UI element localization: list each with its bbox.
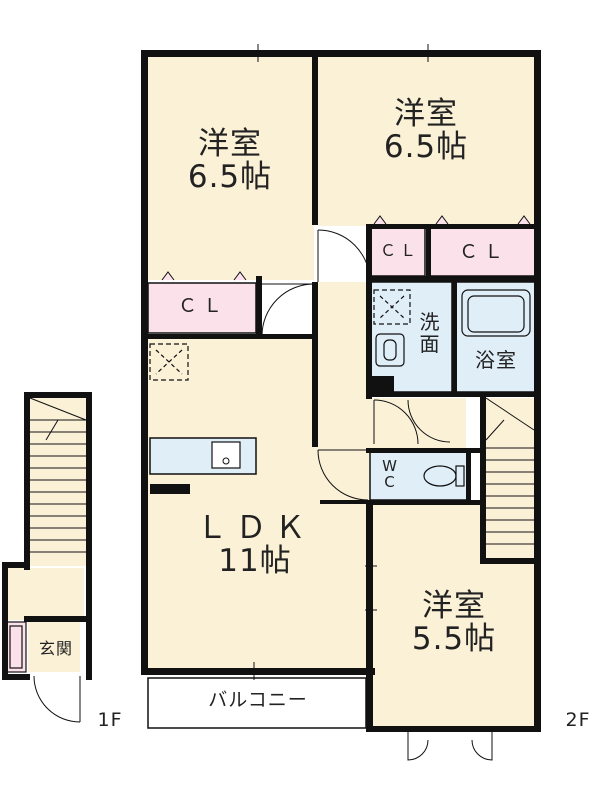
- washroom-label-1: 洗: [419, 310, 441, 334]
- entrance-area: [28, 622, 80, 672]
- western-room-bottom-area: [372, 504, 538, 726]
- stair-1f-area: [30, 396, 88, 566]
- closet-right-small-label: ＣＬ: [379, 241, 420, 260]
- entrance-label: 玄関: [38, 639, 73, 658]
- western-room-right-label: 洋室 6.5帖: [364, 96, 488, 166]
- room-size: 6.5帖: [187, 159, 273, 196]
- room-size: 6.5帖: [383, 129, 469, 166]
- room-name: 洋室: [394, 96, 458, 132]
- floor-label-1f: 1F: [97, 709, 123, 731]
- sink-drain: [222, 457, 230, 465]
- walls-1f: [2, 392, 92, 680]
- balcony-label: バルコニー: [208, 689, 308, 711]
- room-name: ＬＤＫ: [196, 510, 314, 546]
- closet-right-large-area: [429, 227, 537, 277]
- stairs-2f: [485, 397, 535, 545]
- bathroom-label: 浴室: [475, 348, 517, 372]
- western-room-right-area: [318, 56, 536, 226]
- bathroom-area: [455, 281, 537, 393]
- closet-left-label: ＣＬ: [177, 295, 228, 317]
- door-swings: [33, 229, 493, 761]
- window-marks: [253, 44, 429, 680]
- room-size: 11帖: [218, 543, 292, 580]
- floor-label-2f: 2F: [565, 709, 591, 731]
- closet-right-small-area: [370, 227, 426, 277]
- western-room-bottom-label: 洋室 5.5帖: [390, 588, 518, 658]
- wc-label-1: W: [382, 457, 398, 475]
- western-room-left-label: 洋室 6.5帖: [170, 126, 290, 196]
- ldk-label: ＬＤＫ 11帖: [190, 510, 320, 580]
- wc-label-2: C: [384, 473, 396, 492]
- hall-area: [318, 282, 370, 500]
- room-name: 洋室: [422, 588, 486, 624]
- washroom-label: 洗 面: [412, 310, 448, 356]
- washroom-label-2: 面: [419, 331, 441, 356]
- stair-landing-area: [486, 398, 536, 508]
- western-room-left-area: [146, 56, 314, 280]
- stairs-1f: [29, 397, 87, 553]
- wc-label: W C: [376, 457, 404, 492]
- closet-marks: [161, 215, 531, 281]
- room-name: 洋室: [198, 126, 262, 162]
- balcony-area: [147, 677, 367, 729]
- walls-2f: [141, 50, 541, 732]
- closet-right-large-label: ＣＬ: [458, 241, 509, 263]
- room-size: 5.5帖: [411, 621, 497, 658]
- stove-top: [150, 484, 190, 494]
- fixtures: [9, 289, 531, 669]
- hall-1f-area: [8, 568, 84, 620]
